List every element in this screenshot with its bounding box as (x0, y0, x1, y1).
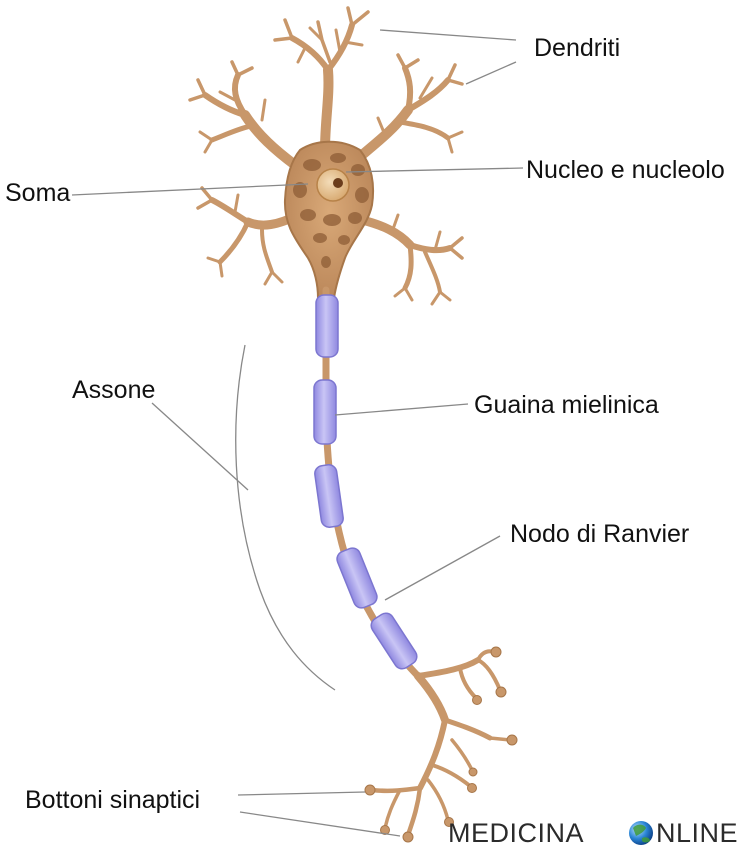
synaptic-buttons (364, 646, 518, 843)
label-nodo-di-ranvier: Nodo di Ranvier (510, 520, 689, 548)
dendrite-upper-right (357, 53, 464, 160)
synaptic-button (468, 767, 478, 777)
dendrites (188, 6, 464, 306)
dendrite-lower-left (196, 186, 303, 286)
axon (313, 286, 422, 680)
leader-lines (71, 29, 524, 837)
myelin-segment (370, 612, 418, 670)
soma-granules (293, 153, 369, 268)
label-bottoni-sinaptici: Bottoni sinaptici (25, 786, 200, 814)
leader-bottoni-2 (239, 811, 401, 837)
myelin-sheaths (313, 294, 418, 670)
myelin-segment (336, 547, 378, 609)
myelin-segment (314, 464, 344, 528)
dendrite-upper-left (188, 60, 300, 170)
label-assone: Assone (72, 376, 155, 404)
myelin-segment (313, 379, 337, 445)
nucleus (316, 168, 350, 202)
leader-guaina (334, 403, 469, 416)
nucleolus (333, 178, 343, 188)
synaptic-button (380, 825, 390, 835)
dendrite-top (273, 6, 370, 155)
watermark: MEDICINA NLINE (448, 818, 738, 848)
synaptic-button (444, 817, 454, 827)
leader-bottoni-1 (237, 791, 366, 796)
label-guaina-mielinica: Guaina mielinica (474, 391, 659, 419)
globe-icon (629, 821, 653, 845)
synaptic-button (506, 734, 518, 746)
label-dendriti: Dendriti (534, 34, 620, 62)
labels: Dendriti Nucleo e nucleolo Soma Assone G… (5, 34, 725, 814)
synaptic-button (472, 695, 482, 705)
leader-dendriti-2 (465, 61, 517, 85)
label-soma: Soma (5, 179, 70, 207)
leader-nodo (384, 535, 501, 601)
synaptic-button (490, 646, 502, 658)
synaptic-button (467, 783, 477, 793)
axon-terminals (369, 649, 512, 838)
synaptic-button (364, 784, 376, 796)
watermark-text-left: MEDICINA (448, 818, 584, 848)
leader-dendriti-1 (379, 29, 517, 41)
leader-assone (151, 402, 249, 491)
dendrite-lower-right (357, 213, 464, 306)
leader-soma (71, 183, 309, 196)
myelin-segment (315, 294, 339, 358)
leader-nucleo (345, 167, 524, 173)
soma-body (283, 140, 375, 299)
synaptic-button (495, 686, 507, 698)
assone-bracket (235, 344, 336, 691)
label-nucleo-e-nucleolo: Nucleo e nucleolo (526, 156, 725, 184)
watermark-text-right: NLINE (656, 818, 738, 848)
synaptic-button (402, 831, 414, 843)
